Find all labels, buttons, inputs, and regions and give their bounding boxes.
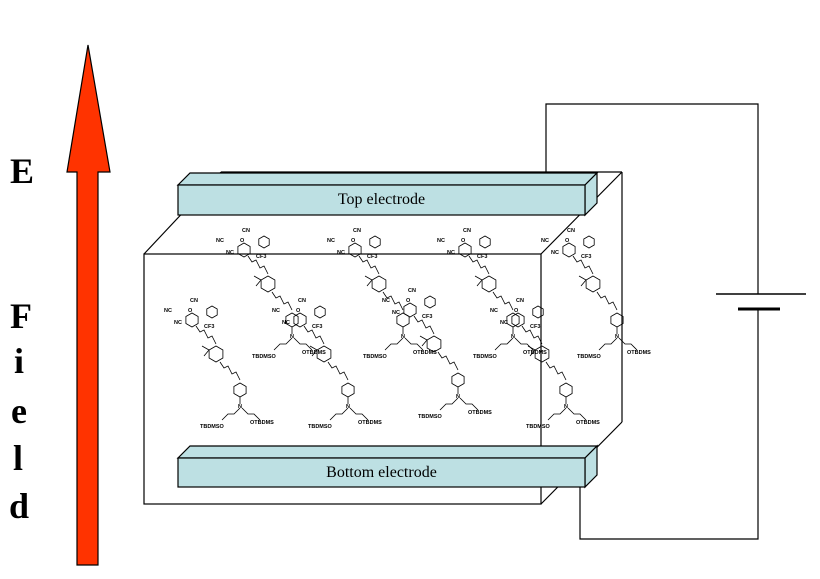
silyl-left-label: TBDMSO: [200, 424, 225, 430]
nitrogen-label: N: [564, 404, 568, 410]
field-arrow-icon: [66, 44, 111, 566]
nc-label: NC: [490, 308, 498, 314]
nc-label: NC: [164, 308, 172, 314]
nitrogen-label: N: [238, 404, 242, 410]
cf3-label: CF3: [312, 324, 322, 330]
field-letter-e: E: [10, 151, 35, 191]
nitrogen-label: N: [290, 334, 294, 340]
circuit-wire: [545, 103, 759, 540]
chromophore-molecules: CNNCNCOCF3NTBDMSOOTBDMSCNNCNCOCF3NTBDMSO…: [164, 228, 651, 430]
oxygen-label: O: [351, 238, 356, 244]
nc-label: NC: [216, 238, 224, 244]
silyl-left-label: TBDMSO: [473, 354, 498, 360]
oxygen-label: O: [406, 298, 411, 304]
cyano-label: CN: [190, 298, 198, 304]
oxygen-label: O: [461, 238, 466, 244]
silyl-right-label: OTBDMS: [413, 350, 437, 356]
cf3-label: CF3: [256, 254, 266, 260]
nitrogen-label: N: [511, 334, 515, 340]
oxygen-label: O: [240, 238, 245, 244]
silyl-right-label: OTBDMS: [250, 420, 274, 426]
top-electrode: [176, 171, 599, 217]
nc-label: NC: [541, 238, 549, 244]
cf3-label: CF3: [530, 324, 540, 330]
field-letter-e2: e: [11, 391, 27, 431]
chromophore-molecule: [237, 235, 313, 351]
oxygen-label: O: [188, 308, 193, 314]
cyano-label: CN: [353, 228, 361, 234]
nc-label: NC: [392, 310, 400, 316]
nc-label: NC: [226, 250, 234, 256]
chromophore-molecule: [185, 305, 261, 421]
silyl-left-label: TBDMSO: [577, 354, 602, 360]
silyl-right-label: OTBDMS: [627, 350, 651, 356]
top-electrode-label: Top electrode: [337, 191, 426, 208]
cyano-label: CN: [298, 298, 306, 304]
silyl-left-label: TBDMSO: [308, 424, 333, 430]
nitrogen-label: N: [456, 394, 460, 400]
silyl-left-label: TBDMSO: [363, 354, 388, 360]
silyl-left-label: TBDMSO: [252, 354, 277, 360]
cf3-label: CF3: [367, 254, 377, 260]
chromophore-molecule: [348, 235, 424, 351]
nc-label: NC: [500, 320, 508, 326]
nitrogen-label: N: [401, 334, 405, 340]
cf3-label: CF3: [477, 254, 487, 260]
field-letter-l: l: [13, 438, 24, 478]
silyl-left-label: TBDMSO: [526, 424, 551, 430]
cyano-label: CN: [567, 228, 575, 234]
chromophore-molecule: [293, 305, 369, 421]
silyl-right-label: OTBDMS: [358, 420, 382, 426]
chromophore-molecule: [562, 235, 638, 351]
nc-label: NC: [272, 308, 280, 314]
nc-label: NC: [382, 298, 390, 304]
field-letter-d: d: [9, 486, 30, 526]
nc-label: NC: [327, 238, 335, 244]
silyl-right-label: OTBDMS: [468, 410, 492, 416]
chromophore-molecule: [511, 305, 587, 421]
oxygen-label: O: [514, 308, 519, 314]
chromophore-molecule: [403, 295, 479, 411]
oxygen-label: O: [296, 308, 301, 314]
nc-label: NC: [437, 238, 445, 244]
cyano-label: CN: [408, 288, 416, 294]
nc-label: NC: [282, 320, 290, 326]
cyano-label: CN: [242, 228, 250, 234]
oxygen-label: O: [565, 238, 570, 244]
battery-icon: [716, 293, 806, 311]
silyl-left-label: TBDMSO: [418, 414, 443, 420]
cf3-label: CF3: [422, 314, 432, 320]
cyano-label: CN: [463, 228, 471, 234]
nc-label: NC: [337, 250, 345, 256]
nitrogen-label: N: [615, 334, 619, 340]
chromophore-molecule: [458, 235, 534, 351]
nc-label: NC: [551, 250, 559, 256]
silyl-right-label: OTBDMS: [576, 420, 600, 426]
field-letter-i: i: [14, 341, 25, 381]
cf3-label: CF3: [581, 254, 591, 260]
nitrogen-label: N: [346, 404, 350, 410]
cf3-label: CF3: [204, 324, 214, 330]
field-letter-f: F: [10, 296, 32, 336]
nc-label: NC: [447, 250, 455, 256]
nc-label: NC: [174, 320, 182, 326]
cyano-label: CN: [516, 298, 524, 304]
bottom-electrode-label: Bottom electrode: [326, 464, 437, 481]
bottom-electrode: [176, 444, 599, 489]
